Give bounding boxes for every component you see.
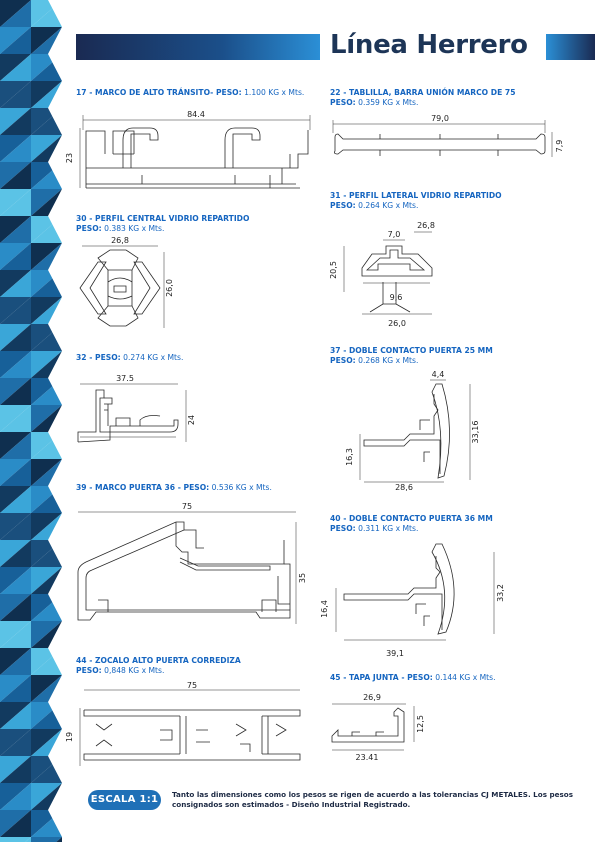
profile-31-dim-stem: 7,0 (388, 230, 401, 239)
profile-30-caption: 30 - PERFIL CENTRAL VIDRIO REPARTIDO PES… (76, 214, 249, 234)
profile-31-weight: 0.264 KG x Mts. (358, 201, 419, 210)
profile-44-weight-label: PESO: (76, 666, 102, 675)
profile-37-dim-width: 28,6 (395, 483, 413, 492)
profile-31-weight-label: PESO: (330, 201, 356, 210)
profile-44-weight: 0,848 KG x Mts. (104, 666, 165, 675)
profile-40-heading: 40 - DOBLE CONTACTO PUERTA 36 MM (330, 514, 493, 523)
profile-32-dim-width: 37.5 (116, 374, 134, 383)
profile-22-dim-height: 7,9 (555, 140, 564, 153)
profile-40-dim-width: 39,1 (386, 649, 404, 658)
profile-31-dim-top: 26,8 (417, 221, 435, 230)
profile-31-dim-width: 26,0 (388, 319, 406, 328)
profile-31-dim-slot: 9,6 (390, 293, 403, 302)
profile-22-weight: 0.359 KG x Mts. (358, 98, 419, 107)
profile-45-heading: 45 - TAPA JUNTA - PESO: (330, 673, 433, 682)
profile-30-drawing: 26,8 26,0 (79, 236, 174, 328)
profile-44-dim-height: 19 (65, 732, 74, 742)
profile-17-heading: 17 - MARCO DE ALTO TRÁNSITO- PESO: (76, 88, 242, 97)
profile-45-dim-bottom: 23.41 (356, 753, 379, 762)
scale-badge: ESCALA 1:1 (88, 790, 161, 810)
profile-40-weight-label: PESO: (330, 524, 356, 533)
profile-45-caption: 45 - TAPA JUNTA - PESO: 0.144 KG x Mts. (330, 673, 496, 683)
profile-30-dim-width: 26,8 (111, 236, 129, 245)
profile-17-dim-height: 23 (65, 153, 74, 163)
footer-note: Tanto las dimensiones como los pesos se … (172, 790, 573, 809)
profile-45-dim-height: 12,5 (416, 715, 425, 733)
profile-40-caption: 40 - DOBLE CONTACTO PUERTA 36 MM PESO: 0… (330, 514, 493, 534)
profile-39-heading: 39 - MARCO PUERTA 36 - PESO: (76, 483, 210, 492)
profile-37-caption: 37 - DOBLE CONTACTO PUERTA 25 MM PESO: 0… (330, 346, 493, 366)
profile-17-dim-width: 84.4 (187, 110, 205, 119)
profile-32-drawing: 37.5 24 (77, 374, 196, 443)
profile-37-dim-top: 4,4 (432, 370, 445, 379)
profile-44-caption: 44 - ZOCALO ALTO PUERTA CORREDIZA PESO: … (76, 656, 241, 676)
profile-22-weight-label: PESO: (330, 98, 356, 107)
page-title: Línea Herrero (330, 30, 528, 60)
profile-44-drawing: 75 19 (65, 681, 301, 766)
header-gradient-bar (76, 34, 320, 60)
profile-30-heading: 30 - PERFIL CENTRAL VIDRIO REPARTIDO (76, 214, 250, 223)
profile-44-heading: 44 - ZOCALO ALTO PUERTA CORREDIZA (76, 656, 241, 665)
profile-37-weight: 0.268 KG x Mts. (358, 356, 419, 365)
profile-45-weight: 0.144 KG x Mts. (435, 673, 496, 682)
profile-22-caption: 22 - TABLILLA, BARRA UNIÓN MARCO DE 75 P… (330, 88, 516, 108)
profile-17-drawing: 84.4 23 (65, 110, 311, 189)
profile-39-dim-width: 75 (182, 502, 192, 511)
profile-17-caption: 17 - MARCO DE ALTO TRÁNSITO- PESO: 1.100… (76, 88, 304, 98)
profile-45-drawing: 26,9 12,5 23.41 (331, 693, 425, 762)
profile-31-drawing: 26,8 7,0 20,5 9,6 26,0 (329, 221, 435, 328)
profile-22-heading: 22 - TABLILLA, BARRA UNIÓN MARCO DE 75 (330, 88, 516, 97)
profile-39-weight: 0.536 KG x Mts. (211, 483, 272, 492)
profile-31-dim-height: 20,5 (329, 261, 338, 279)
profile-30-weight: 0.383 KG x Mts. (104, 224, 165, 233)
profile-45-dim-top: 26,9 (363, 693, 381, 702)
profile-37-dim-height: 33,16 (471, 421, 480, 444)
header-gradient-accent (546, 34, 595, 60)
profile-39-drawing: 75 35 (77, 502, 307, 624)
decorative-sidebar-pattern (0, 0, 62, 842)
profile-37-heading: 37 - DOBLE CONTACTO PUERTA 25 MM (330, 346, 493, 355)
profile-32-caption: 32 - PESO: 0.274 KG x Mts. (76, 353, 183, 363)
profile-32-heading: 32 - PESO: (76, 353, 121, 362)
profile-40-drawing: 33,2 16,4 39,1 (320, 543, 505, 658)
profile-40-weight: 0.311 KG x Mts. (358, 524, 419, 533)
profile-31-caption: 31 - PERFIL LATERAL VIDRIO REPARTIDO PES… (330, 191, 502, 211)
profile-44-dim-width: 75 (187, 681, 197, 690)
profile-22-dim-width: 79,0 (431, 114, 449, 123)
profile-32-dim-height: 24 (187, 415, 196, 425)
profile-31-heading: 31 - PERFIL LATERAL VIDRIO REPARTIDO (330, 191, 502, 200)
profile-40-dim-left: 16,4 (320, 600, 329, 618)
profile-32-weight: 0.274 KG x Mts. (123, 353, 184, 362)
profile-39-dim-height: 35 (298, 573, 307, 583)
profile-37-drawing: 4,4 33,16 16,3 28,6 (345, 370, 480, 492)
profile-30-weight-label: PESO: (76, 224, 102, 233)
profile-40-dim-height: 33,2 (496, 584, 505, 602)
profile-22-drawing: 79,0 7,9 (332, 114, 564, 157)
profile-30-dim-height: 26,0 (165, 279, 174, 297)
profile-17-weight: 1.100 KG x Mts. (244, 88, 305, 97)
profile-37-dim-left: 16,3 (345, 448, 354, 466)
profile-37-weight-label: PESO: (330, 356, 356, 365)
profile-39-caption: 39 - MARCO PUERTA 36 - PESO: 0.536 KG x … (76, 483, 272, 493)
